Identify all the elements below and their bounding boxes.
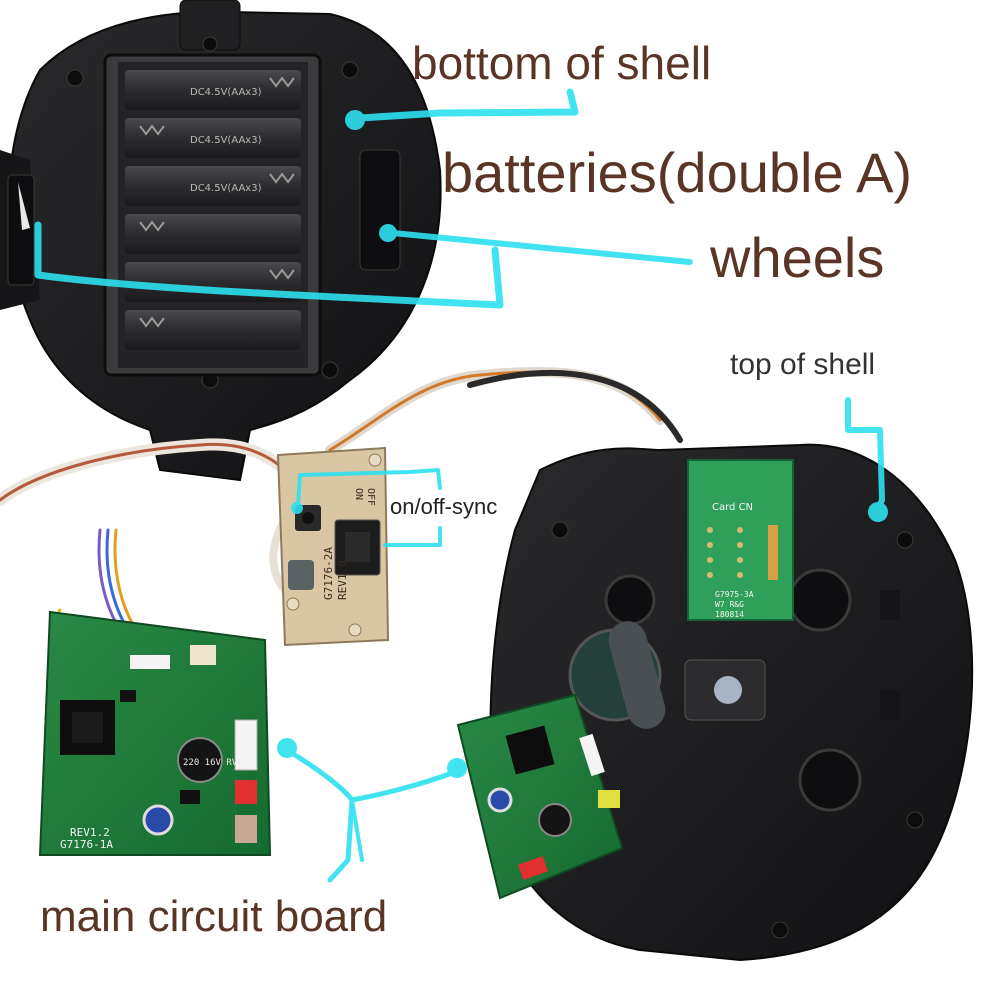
card-board-title: Card CN <box>712 502 753 513</box>
capacitor-label: 220 16V RVT <box>183 758 243 768</box>
switch-board: G7176-2A REV1.0 ON OFF <box>276 446 390 647</box>
label-wheels: wheels <box>710 226 885 289</box>
battery-cell-label: DC4.5V(AAx3) <box>190 135 262 146</box>
card-board-date: 180814 <box>715 610 744 619</box>
battery-cell-label: DC4.5V(AAx3) <box>190 183 262 194</box>
switch-board-off: OFF <box>365 488 376 506</box>
label-bottom-of-shell: bottom of shell <box>412 37 712 89</box>
annotation-marks <box>34 88 888 883</box>
label-main-circuit-board: main circuit board <box>40 892 388 941</box>
main-board-model: G7176-1A <box>60 838 113 851</box>
switch-board-rev: REV1.0 <box>336 560 349 600</box>
main-board-rev: REV1.2 <box>70 826 110 839</box>
switch-board-on: ON <box>353 488 364 500</box>
installed-circuit-board <box>456 693 624 900</box>
label-top-of-shell: top of shell <box>730 348 876 381</box>
label-batteries: batteries(double A) <box>442 141 913 204</box>
label-on-off-sync: on/off-sync <box>390 494 498 519</box>
battery-cells: DC4.5V(AAx3) DC4.5V(AAx3) DC4.5V(AAx3) <box>125 70 301 350</box>
card-board-model: G7975-3A <box>715 590 754 599</box>
card-board-rev: W7 R&G <box>715 600 744 609</box>
bottom-shell: DC4.5V(AAx3) DC4.5V(AAx3) DC4.5V(AAx3) <box>0 0 442 482</box>
main-circuit-board: 220 16V RVT G7176-1A REV1.2 <box>38 610 272 856</box>
switch-board-model: G7176-2A <box>322 547 335 600</box>
battery-cell-label: DC4.5V(AAx3) <box>190 87 262 98</box>
card-reader-board: Card CN G7975-3A W7 R&G 180814 <box>687 459 794 621</box>
